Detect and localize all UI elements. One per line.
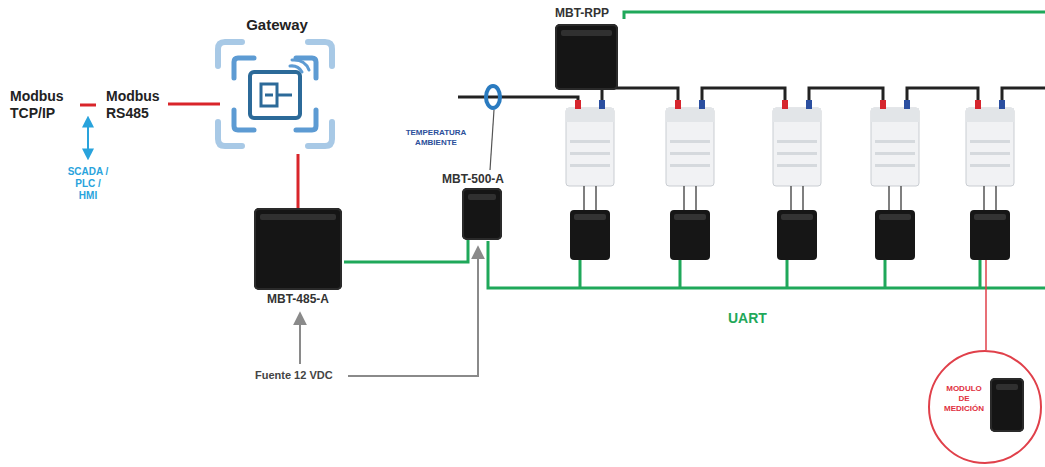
device-label: MBT-500-A (406, 172, 504, 186)
module-housing (555, 24, 618, 90)
module-housing (990, 378, 1024, 432)
gateway-device: Gateway (210, 16, 344, 154)
module-detail (260, 214, 336, 220)
module-detail (561, 30, 612, 36)
power-label: Fuente 12 VDC (255, 368, 333, 382)
callout-text-holder: MODULO DE MEDICIÓN (942, 384, 986, 414)
uart-connector (344, 240, 468, 262)
device-label: MBT-485-A (252, 292, 344, 306)
sensor-module: MBT-500-A (406, 172, 504, 240)
bus-label: UART (728, 310, 767, 327)
module-detail (468, 194, 496, 200)
rpp-line (624, 12, 1045, 19)
rs485-connector (297, 154, 300, 208)
module-housing (462, 188, 502, 240)
power-arrow (348, 248, 478, 376)
power-arrow (299, 314, 301, 364)
device-label: MBT-RPP (555, 6, 623, 20)
protocol-label: Modbus RS485 (106, 88, 164, 122)
device-label: MODULO DE MEDICIÓN (942, 384, 986, 414)
zoom-circle: MODULO DE MEDICIÓN (928, 350, 1042, 464)
gateway-icon (210, 34, 340, 154)
scada-arrow (87, 118, 89, 158)
sensor-wire (490, 110, 494, 170)
modbus-link (80, 104, 96, 107)
protocol-label: Modbus TCP/IP (10, 88, 68, 122)
battery-cell (566, 100, 614, 260)
module-housing (254, 208, 342, 290)
battery-cell (966, 100, 1014, 260)
battery-bus (458, 88, 1045, 101)
module-detail (996, 384, 1018, 390)
device-label: Gateway (210, 16, 344, 34)
rs485-module: MBT-485-A (252, 208, 344, 306)
sensor-label: TEMPERATURA AMBIENTE (403, 128, 469, 148)
temperature-coil (486, 86, 500, 108)
battery-cell (666, 100, 714, 260)
uart-line (488, 241, 1045, 288)
rs485-link (168, 103, 220, 106)
battery-cell (871, 100, 919, 260)
rpp-module: MBT-RPP (553, 6, 623, 90)
system-label: SCADA / PLC / HMI (65, 166, 111, 202)
battery-cell (773, 100, 821, 260)
callout-line (985, 260, 987, 350)
